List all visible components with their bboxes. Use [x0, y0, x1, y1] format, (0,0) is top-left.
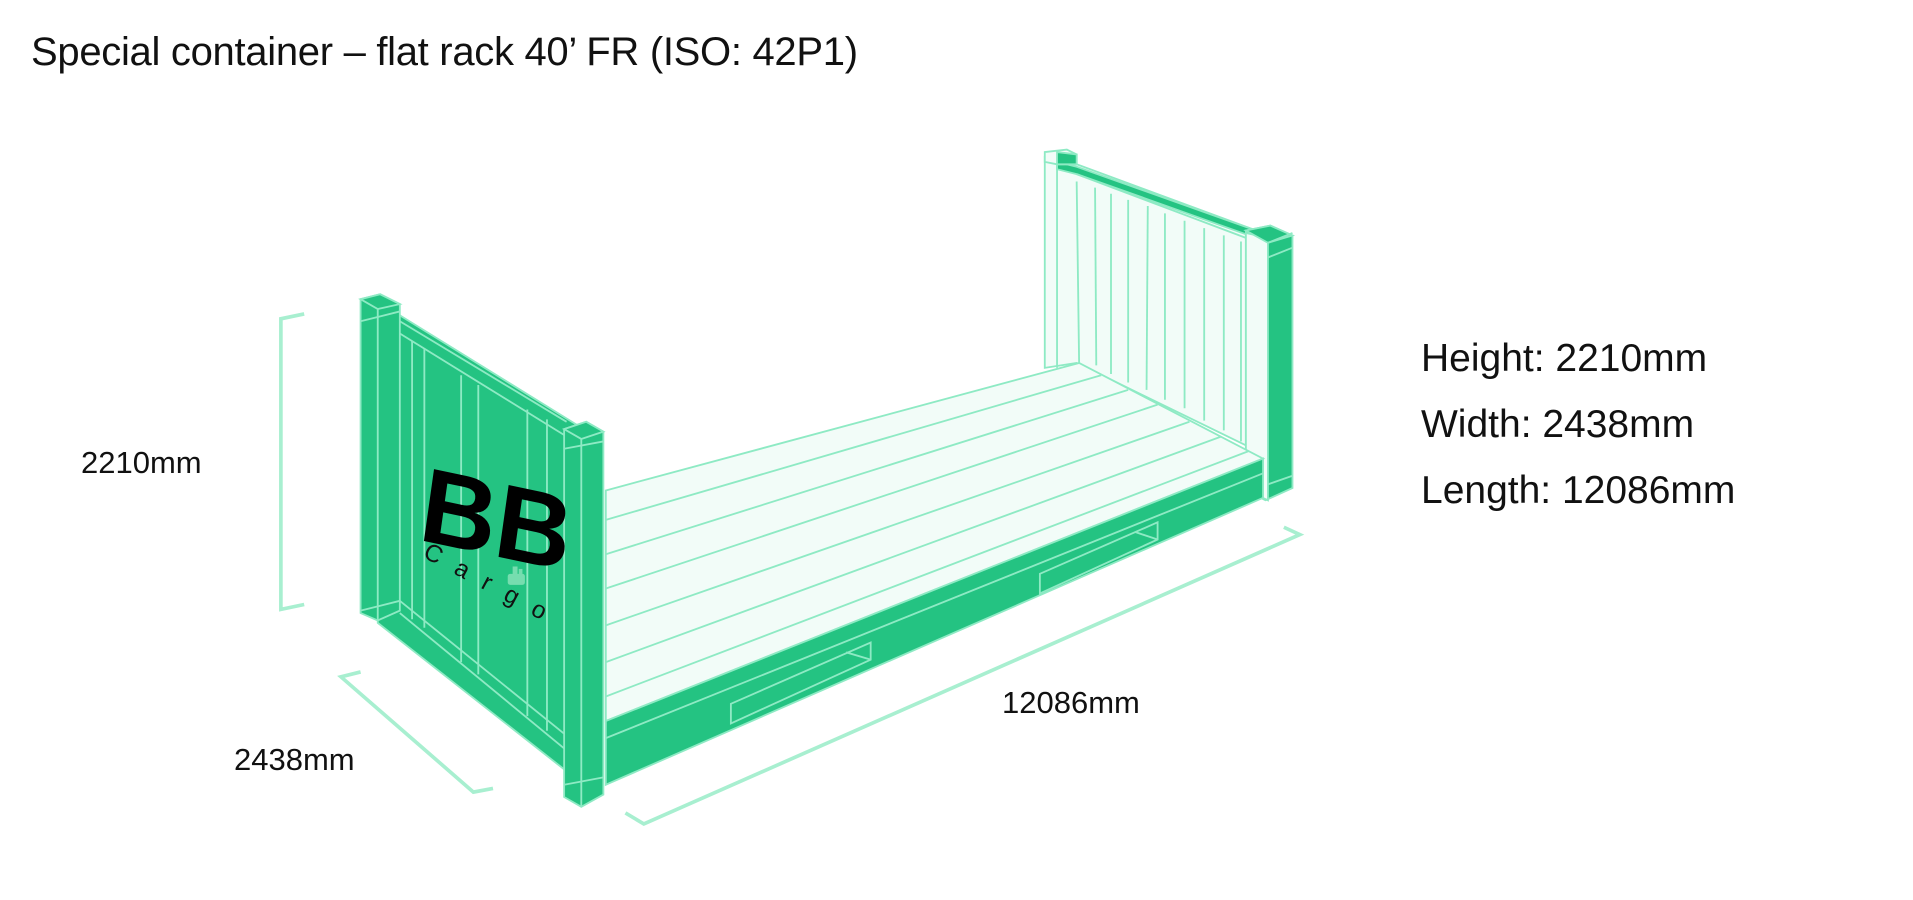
- spec-length: Length: 12086mm: [1421, 469, 1736, 512]
- back-end-wall: [1043, 148, 1296, 502]
- ship-icon: [507, 566, 525, 585]
- width-dimension-label: 2438mm: [234, 742, 355, 777]
- spec-height: Height: 2210mm: [1421, 337, 1708, 380]
- deck-floor: [604, 361, 1266, 787]
- length-bracket: [624, 525, 1305, 827]
- width-bracket: [337, 670, 494, 795]
- height-bracket: [279, 312, 305, 612]
- front-end-wall: [358, 293, 606, 808]
- length-dimension-label: 12086mm: [1002, 685, 1140, 720]
- dimension-brackets: [279, 312, 1305, 827]
- spec-width: Width: 2438mm: [1421, 403, 1695, 446]
- page-title: Special container – flat rack 40’ FR (IS…: [31, 30, 858, 74]
- height-dimension-label: 2210mm: [81, 445, 202, 480]
- spec-list: Height: 2210mm Width: 2438mm Length: 120…: [1421, 326, 1735, 524]
